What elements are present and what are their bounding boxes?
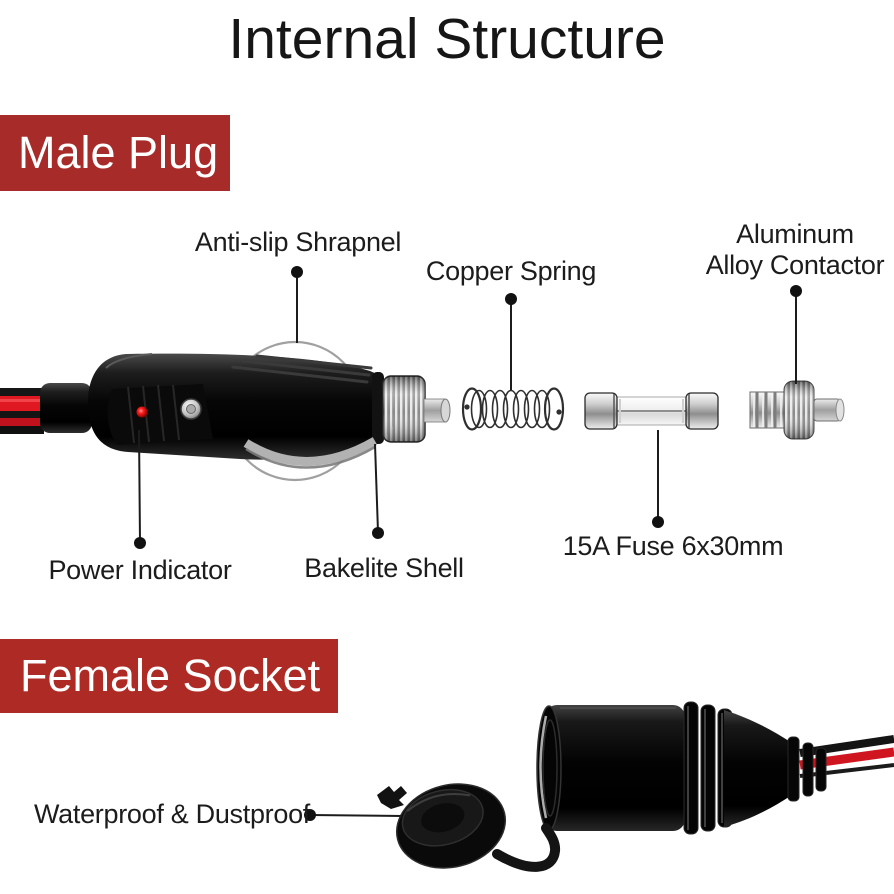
shrapnel-clip bbox=[243, 437, 378, 469]
label-anti-slip-shrapnel: Anti-slip Shrapnel bbox=[194, 227, 402, 257]
female-socket-illustration bbox=[377, 701, 894, 872]
male-plug-illustration bbox=[0, 340, 451, 482]
callout-waterproof bbox=[304, 809, 403, 821]
male-plug-banner-label: Male Plug bbox=[18, 127, 219, 178]
label-copper-spring: Copper Spring bbox=[425, 256, 597, 286]
plug-metal-tip bbox=[372, 372, 451, 444]
socket-tail-rings bbox=[787, 736, 827, 802]
callout-bakelite-shell bbox=[372, 443, 384, 539]
label-waterproof-dustproof: Waterproof & Dustproof bbox=[33, 799, 311, 829]
cap-hook bbox=[377, 786, 407, 809]
callout-power-indicator bbox=[134, 429, 146, 549]
contactor-illustration bbox=[749, 380, 845, 440]
cap-strap bbox=[492, 823, 561, 872]
label-contactor-line2: Alloy Contactor bbox=[705, 250, 885, 280]
fuse-illustration bbox=[584, 392, 719, 430]
label-fuse: 15A Fuse 6x30mm bbox=[562, 531, 784, 561]
waterproof-cap bbox=[395, 783, 507, 869]
power-led bbox=[136, 406, 148, 418]
copper-spring-illustration bbox=[461, 387, 565, 431]
female-socket-banner-label: Female Socket bbox=[20, 650, 321, 701]
socket-opening bbox=[536, 705, 562, 831]
callout-anti-slip-shrapnel bbox=[291, 266, 303, 343]
page-title: Internal Structure bbox=[228, 7, 666, 71]
label-power-indicator: Power Indicator bbox=[48, 555, 232, 585]
male-plug-wires bbox=[0, 388, 50, 434]
female-socket-wires bbox=[799, 735, 894, 778]
plug-top-fins bbox=[231, 354, 373, 384]
female-socket-banner: Female Socket bbox=[0, 639, 338, 713]
label-contactor-line1: Aluminum bbox=[736, 219, 854, 249]
callout-fuse bbox=[652, 430, 664, 528]
label-aluminum-alloy-contactor: Aluminum Alloy Contactor bbox=[706, 219, 885, 281]
plug-body-highlight bbox=[105, 353, 153, 369]
male-plug-banner: Male Plug bbox=[0, 115, 230, 191]
indicator-panel bbox=[107, 384, 213, 445]
callout-aluminum-contactor bbox=[790, 285, 802, 384]
strain-relief bbox=[40, 383, 92, 433]
callout-copper-spring bbox=[505, 293, 517, 390]
label-bakelite-shell: Bakelite Shell bbox=[304, 553, 464, 583]
